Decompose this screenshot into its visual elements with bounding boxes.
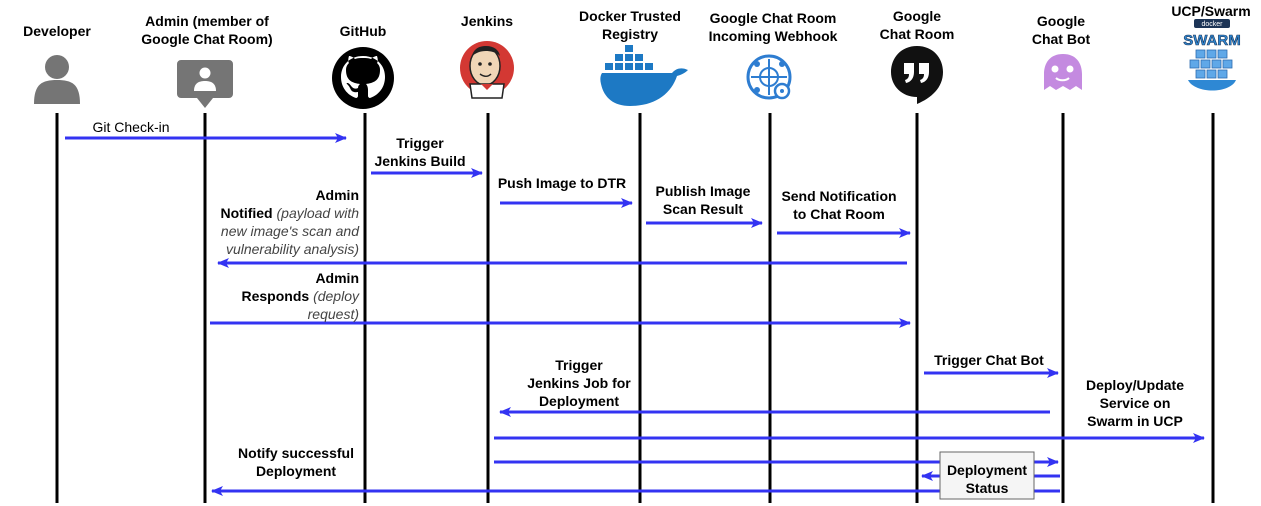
actor-label-webhook: Incoming Webhook xyxy=(709,28,838,44)
user-icon xyxy=(34,55,80,104)
message-label-trigger-chat-bot: Trigger Chat Bot xyxy=(934,352,1044,368)
message-label-send-notification: Send Notification xyxy=(781,188,896,204)
message-label-deployment-status: Deployment xyxy=(947,462,1027,478)
message-label-admin-responds: request) xyxy=(308,306,359,322)
actor-labels: Developer Admin (member of Google Chat Roo… xyxy=(23,3,1251,47)
actor-label-chatbot: Chat Bot xyxy=(1032,31,1091,47)
message-label-notify-success: Notify successful xyxy=(238,445,354,461)
message-label-trigger-jenkins-job: Trigger xyxy=(555,357,603,373)
contact-chat-icon xyxy=(177,60,233,108)
webhook-icon xyxy=(746,54,792,100)
message-label-admin-notified: Admin xyxy=(315,187,359,203)
actor-label-developer: Developer xyxy=(23,23,91,39)
message-label-admin-notified: new image's scan and xyxy=(221,223,360,239)
message-label-trigger-jenkins-build: Trigger xyxy=(396,135,444,151)
chat-bot-icon xyxy=(1044,54,1082,90)
message-label-admin-notified: Notified (payload with xyxy=(221,205,360,221)
message-label-admin-responds: Responds (deploy xyxy=(242,288,360,304)
actor-label-github: GitHub xyxy=(340,23,387,39)
message-label-publish-scan: Scan Result xyxy=(663,201,743,217)
actor-label-dtr: Registry xyxy=(602,26,658,42)
message-label-admin-notified: vulnerability analysis) xyxy=(226,241,359,257)
actor-label-ucp: UCP/Swarm xyxy=(1171,3,1250,19)
message-label-admin-responds: Admin xyxy=(315,270,359,286)
message-label-trigger-jenkins-job: Deployment xyxy=(539,393,619,409)
message-label-send-notification: to Chat Room xyxy=(793,206,885,222)
jenkins-icon xyxy=(460,41,514,99)
docker-icon xyxy=(600,45,688,106)
message-label-publish-scan: Publish Image xyxy=(656,183,751,199)
message-label-push-image: Push Image to DTR xyxy=(498,175,626,191)
github-icon xyxy=(332,47,394,109)
message-label-trigger-jenkins-build: Jenkins Build xyxy=(374,153,465,169)
message-label-deployment-status: Status xyxy=(966,480,1009,496)
message-arrows xyxy=(65,133,1205,496)
swarm-logo-top-text: docker xyxy=(1201,21,1223,28)
lifelines xyxy=(55,113,1215,503)
message-label-deploy-update: Deploy/Update xyxy=(1086,377,1184,393)
message-label-trigger-jenkins-job: Jenkins Job for xyxy=(527,375,631,391)
actor-label-admin: Admin (member of xyxy=(145,13,269,29)
message-label-notify-success: Deployment xyxy=(256,463,336,479)
actor-label-chatbot: Google xyxy=(1037,13,1085,29)
google-chat-icon xyxy=(891,46,943,104)
message-label-git-checkin: Git Check-in xyxy=(92,119,169,135)
actor-label-admin: Google Chat Room) xyxy=(141,31,272,47)
actor-label-webhook: Google Chat Room xyxy=(710,10,837,26)
message-label-deploy-update: Service on xyxy=(1100,395,1171,411)
message-label-deploy-update: Swarm in UCP xyxy=(1087,413,1183,429)
swarm-logo-main-text: SWARM xyxy=(1183,32,1241,49)
actor-label-dtr: Docker Trusted xyxy=(579,8,681,24)
deployment-status-box xyxy=(939,451,1035,500)
docker-swarm-icon: docker SWARM xyxy=(1183,19,1241,91)
actor-label-jenkins: Jenkins xyxy=(461,13,513,29)
actor-label-chatroom: Google xyxy=(893,8,941,24)
actor-label-chatroom: Chat Room xyxy=(880,26,955,42)
